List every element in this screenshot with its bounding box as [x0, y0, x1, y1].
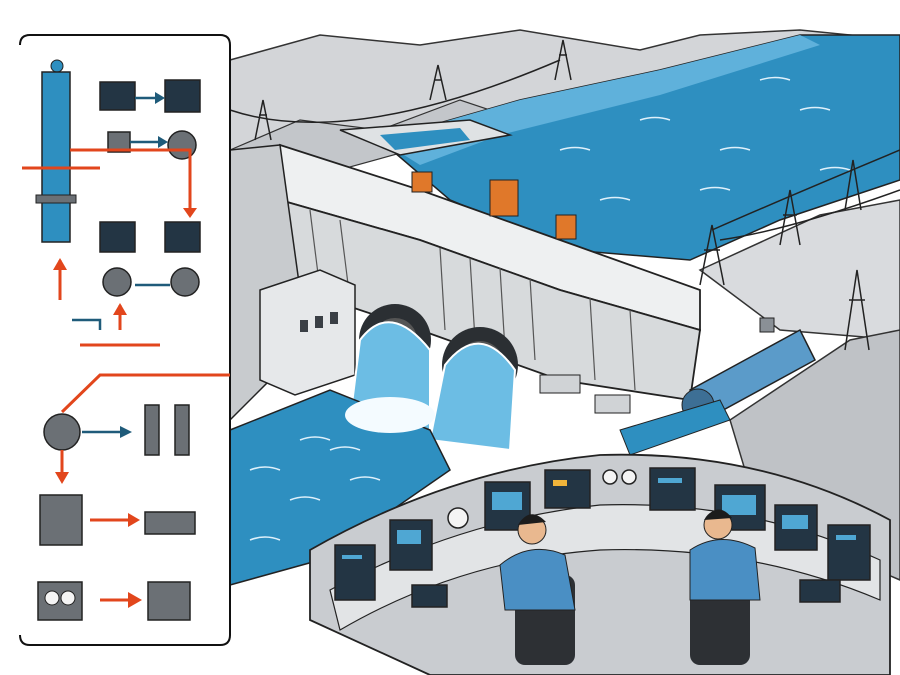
tailrace-river	[229, 389, 451, 586]
gauges	[447, 469, 637, 529]
water-column-icon	[41, 71, 71, 243]
orange-arrowheads	[53, 208, 197, 608]
transmission-towers	[229, 39, 900, 351]
monitor-readouts	[342, 478, 856, 559]
blue-flow-lines	[72, 96, 170, 434]
powerhouse-building	[259, 269, 356, 396]
dam-wall	[278, 119, 702, 402]
operator-left	[499, 514, 576, 665]
operator-right	[689, 509, 761, 665]
pump-icons	[37, 130, 200, 621]
schematic-panel	[19, 34, 231, 646]
blue-arrowheads	[120, 92, 168, 438]
control-booths	[411, 171, 577, 240]
monitor-icons	[99, 79, 201, 253]
generator-pipe	[539, 317, 816, 456]
panel-gauges	[44, 590, 76, 606]
orange-flow-lines	[22, 148, 230, 602]
